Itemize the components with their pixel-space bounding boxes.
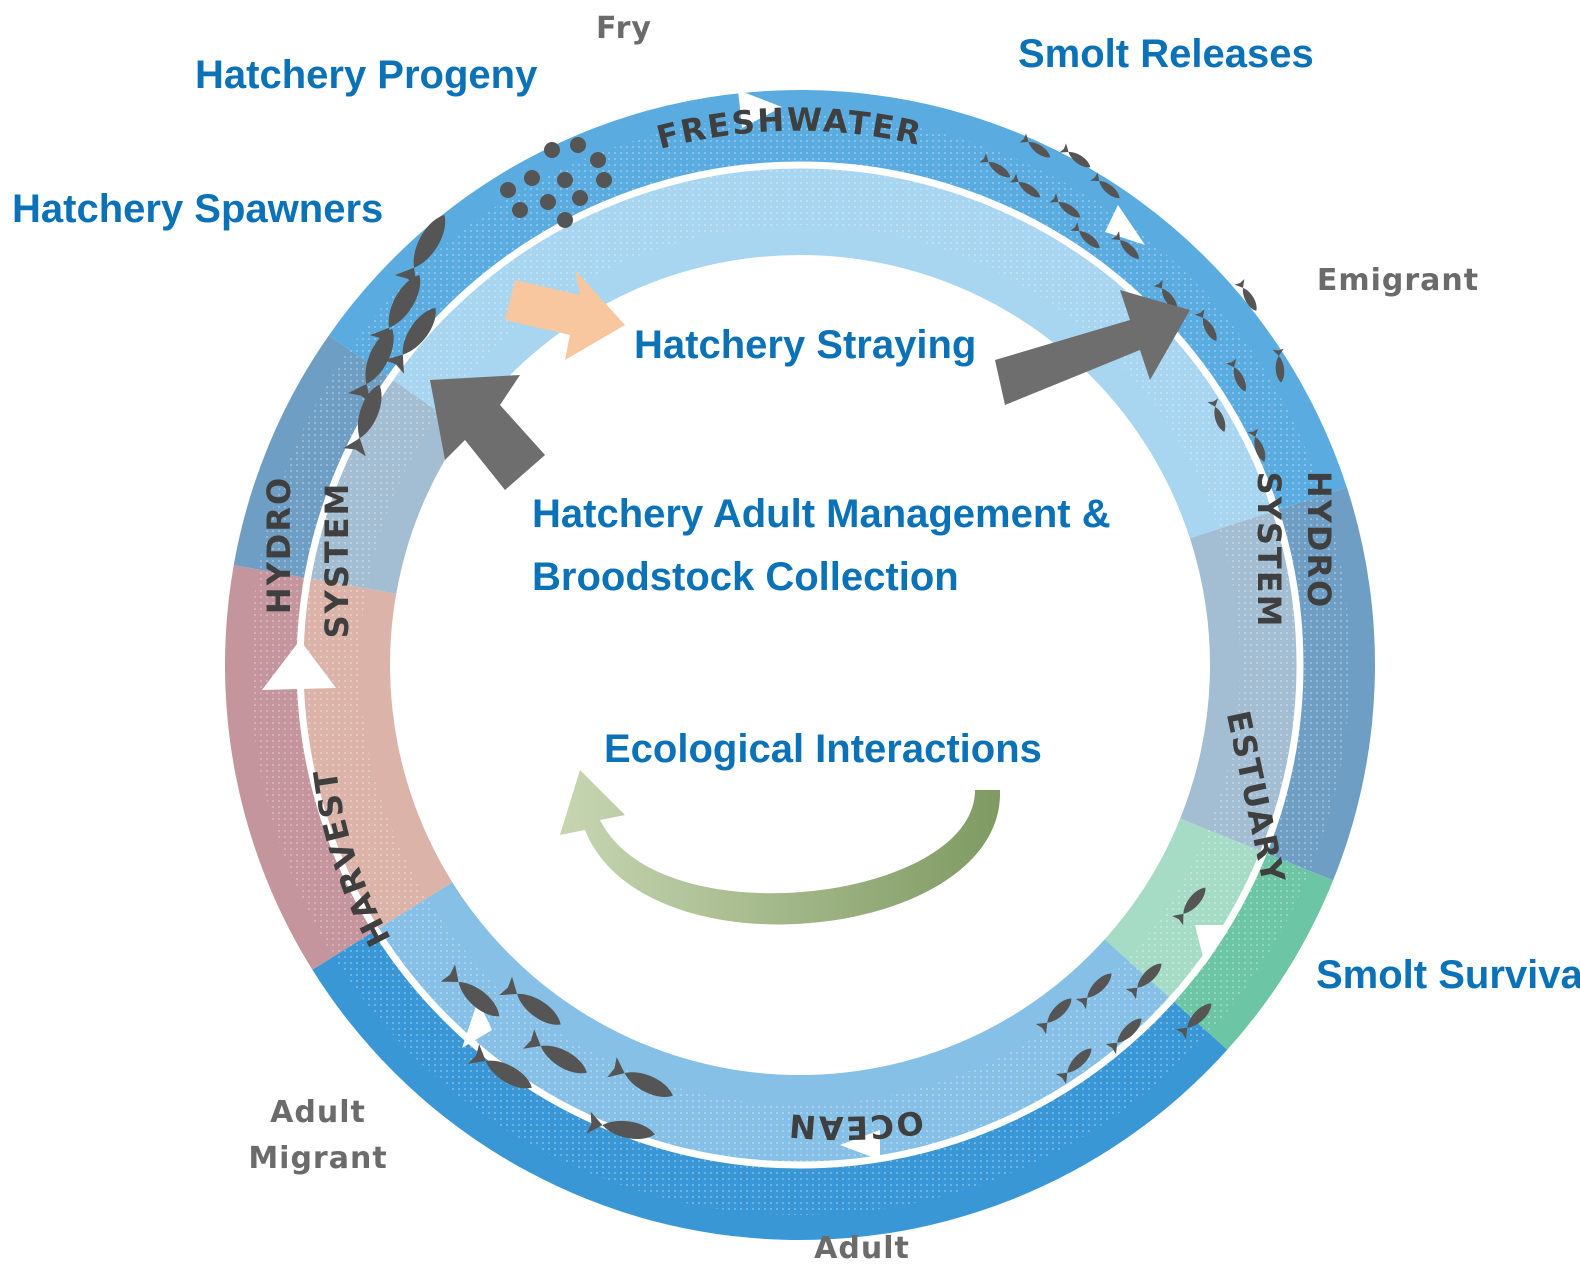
fish-icon [1075, 973, 1112, 1010]
fish-icon [1055, 1048, 1092, 1085]
smolt-release-arrow-icon [995, 290, 1190, 405]
spawner-fish-icon [343, 215, 446, 457]
hatchery-factor-labels: Hatchery Progeny Smolt Releases Hatchery… [12, 32, 1580, 997]
fish-icon [343, 384, 382, 457]
label-adult-management-line1: Hatchery Adult Management & [532, 492, 1111, 536]
fish-icon [1207, 398, 1226, 432]
stage-adult-migrant-line2: Migrant [248, 1141, 387, 1176]
fish-illustrations [343, 133, 1285, 1139]
label-smolt-releases: Smolt Releases [1018, 32, 1314, 76]
fish-icon [1059, 143, 1091, 168]
fish-icon [1111, 231, 1139, 259]
fish-icon [607, 1057, 673, 1097]
fish-icon [1226, 358, 1246, 392]
stage-emigrant: Emigrant [1317, 263, 1479, 298]
fish-icon [1090, 172, 1120, 199]
stage-fry: Fry [596, 11, 652, 46]
hydro-right-outer-label: HYDRO [1300, 471, 1338, 609]
ecological-interactions-arrow-icon [560, 770, 1001, 925]
arrow-head-ocean-icon [840, 1130, 880, 1160]
arrow-head-harvest-icon [462, 1000, 492, 1048]
stage-adult-migrant-line1: Adult [270, 1095, 366, 1130]
straying-arrow-icon [505, 270, 625, 360]
arrow-head-estuary-icon [1195, 925, 1230, 965]
arrow-head-hydro-left-icon [262, 640, 336, 690]
hydro-left-inner-label: SYSTEM [318, 482, 356, 639]
fish-icon [369, 275, 421, 348]
fish-icon [1247, 428, 1266, 462]
label-ecological-interactions: Ecological Interactions [604, 727, 1042, 771]
fish-icon [523, 1029, 587, 1074]
fry-eggs-icon [500, 137, 612, 228]
fish-icon [1105, 1018, 1142, 1055]
hydro-right-inner-label: SYSTEM [1250, 472, 1288, 629]
fish-icon [1125, 963, 1162, 1000]
fish-icon [440, 964, 500, 1017]
label-hatchery-straying: Hatchery Straying [634, 323, 976, 367]
label-smolt-survival: Smolt Survival [1316, 953, 1580, 997]
label-hatchery-spawners: Hatchery Spawners [12, 187, 383, 231]
fish-icon [1153, 279, 1178, 311]
fish-icon [1049, 193, 1081, 218]
arrow-head-freshwater-icon [738, 90, 782, 128]
adult-fish-icon [440, 887, 1212, 1139]
fish-icon [499, 976, 561, 1025]
fish-icon [468, 1044, 532, 1089]
fish-icon [1194, 309, 1217, 341]
fish-icon [1035, 998, 1072, 1035]
smolt-fish-icon [979, 133, 1285, 462]
fish-icon [1009, 173, 1041, 198]
fish-icon [586, 1111, 655, 1139]
fish-icon [394, 215, 446, 288]
adult-management-arrow-icon [430, 375, 545, 490]
life-stage-labels: Fry Emigrant Adult Adult Migrant [248, 11, 1479, 1266]
lifecycle-ring [224, 90, 1375, 1240]
fish-icon [348, 328, 394, 404]
stage-adult: Adult [814, 1231, 910, 1266]
fish-icon [1175, 1003, 1212, 1040]
arrow-head-smolt-icon [1105, 205, 1145, 245]
hydro-left-outer-label: HYDRO [260, 476, 298, 614]
fish-icon [1172, 887, 1206, 926]
fish-icon [1272, 348, 1285, 383]
label-hatchery-progeny: Hatchery Progeny [195, 53, 538, 97]
fish-icon [1070, 222, 1100, 249]
fish-icon [384, 307, 436, 374]
flow-direction-arrows [262, 90, 1230, 1160]
label-adult-management-line2: Broodstock Collection [532, 555, 959, 599]
ocean-label: OCEAN [786, 1103, 926, 1147]
fish-icon [1234, 279, 1257, 311]
fish-icon [979, 153, 1011, 178]
fish-icon [1019, 133, 1051, 158]
